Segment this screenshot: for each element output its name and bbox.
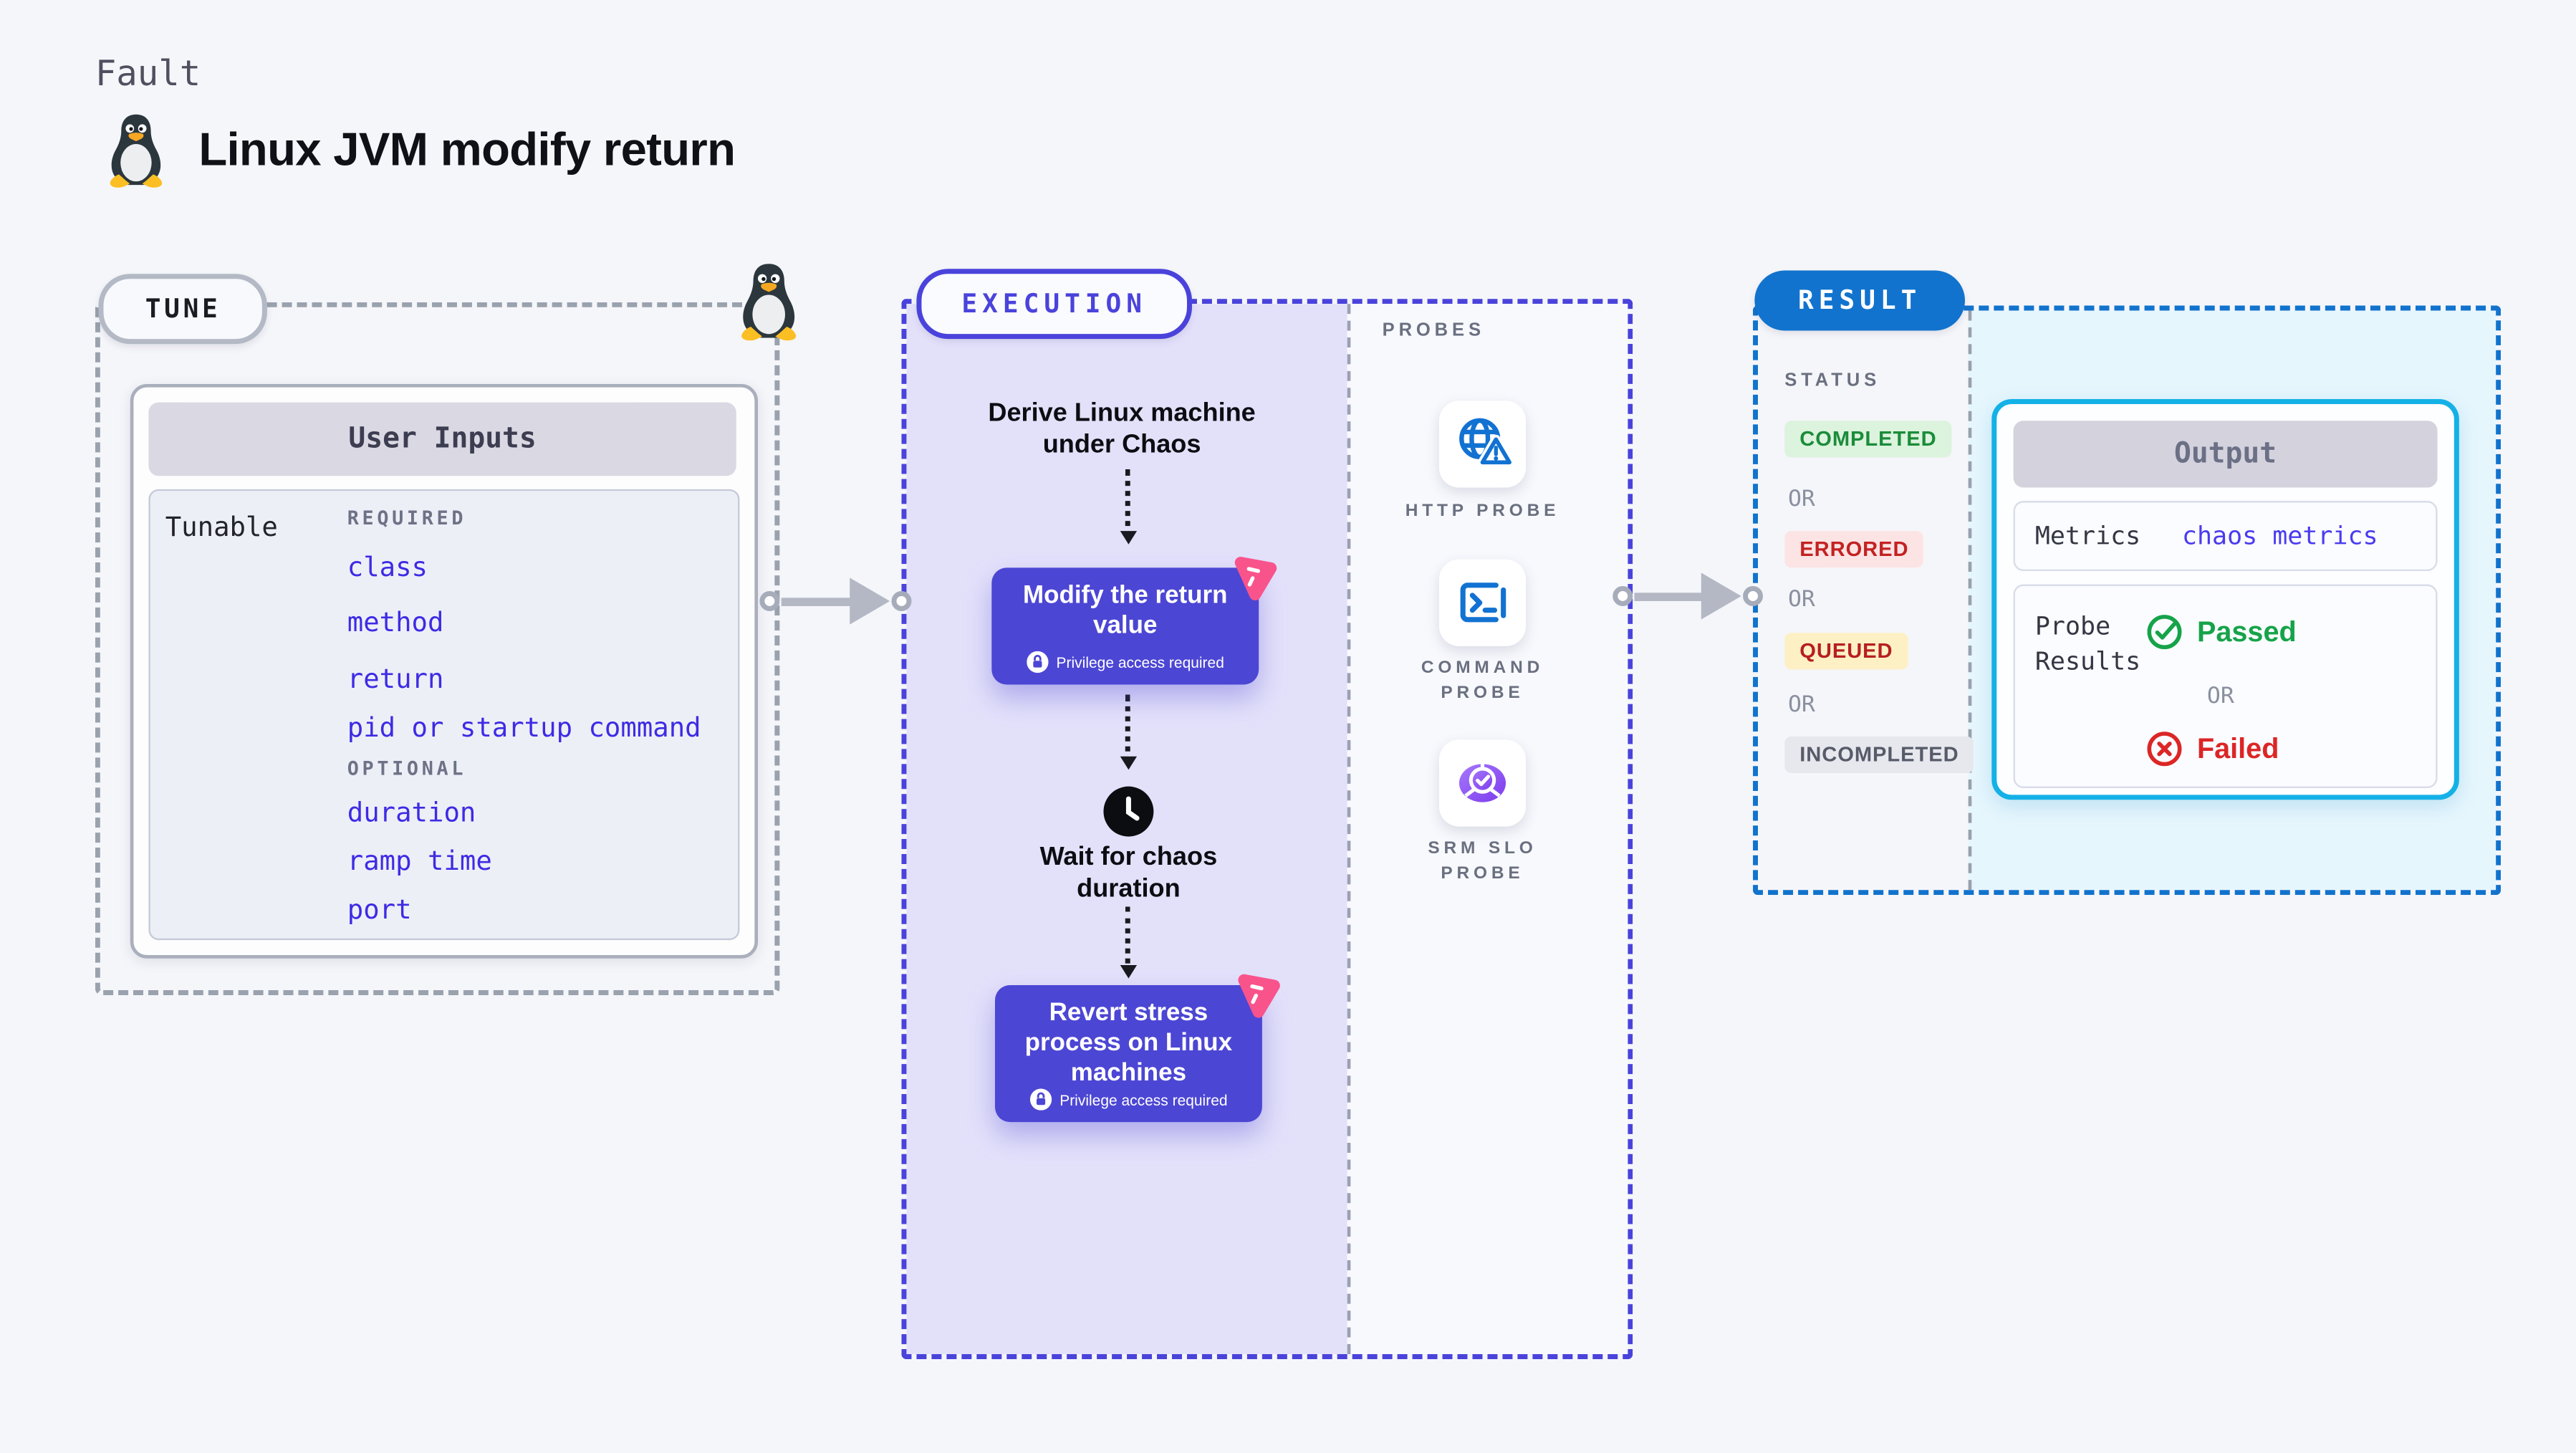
http-probe-label: HTTP PROBE bbox=[1405, 501, 1560, 522]
or-label: OR bbox=[1787, 586, 1815, 613]
tunable-link-port[interactable]: port bbox=[347, 893, 412, 926]
srm-slo-probe-card[interactable] bbox=[1438, 739, 1527, 827]
arrow-right-icon bbox=[850, 577, 890, 625]
connector-dot bbox=[891, 590, 912, 611]
privilege-note: Privilege access required bbox=[995, 1088, 1262, 1111]
execution-pill: EXECUTION bbox=[916, 269, 1192, 340]
privilege-note-text: Privilege access required bbox=[1059, 1090, 1228, 1108]
metrics-label: Metrics bbox=[2034, 521, 2141, 552]
result-pill: RESULT bbox=[1754, 270, 1965, 331]
tune-pill: TUNE bbox=[98, 274, 268, 345]
page-title: Linux JVM modify return bbox=[198, 123, 736, 176]
or-label: OR bbox=[1787, 486, 1815, 513]
connector-dot bbox=[1613, 586, 1633, 606]
x-circle-icon bbox=[2147, 732, 2182, 767]
status-badge-incompleted: INCOMPLETED bbox=[1784, 736, 1974, 774]
modify-return-node[interactable]: Modify the return value Privilege access… bbox=[991, 567, 1259, 685]
optional-heading: OPTIONAL bbox=[347, 756, 467, 780]
http-probe-card[interactable] bbox=[1438, 401, 1527, 488]
probe-failed-item: Failed bbox=[2145, 729, 2279, 768]
command-probe-card[interactable] bbox=[1438, 559, 1527, 646]
terminal-icon bbox=[1460, 582, 1506, 623]
privilege-note-text: Privilege access required bbox=[1056, 653, 1224, 671]
wait-step-title: Wait for chaos duration bbox=[1039, 843, 1218, 903]
probes-heading: PROBES bbox=[1382, 320, 1485, 341]
chaos-experiment-icon bbox=[1234, 557, 1277, 600]
privilege-note: Privilege access required bbox=[991, 651, 1259, 673]
user-inputs-card: User Inputs Tunable REQUIRED class metho… bbox=[130, 384, 759, 959]
user-inputs-title: User Inputs bbox=[148, 402, 736, 476]
probe-results-row: Probe Results Passed OR Failed bbox=[2013, 584, 2438, 788]
srm-slo-probe-label: SRM SLO PROBE bbox=[1428, 838, 1537, 883]
status-badge-queued: QUEUED bbox=[1784, 633, 1908, 670]
flow-arrow-down-icon bbox=[1119, 694, 1136, 770]
connector-tune-to-execution bbox=[759, 577, 912, 625]
flow-arrow-down-icon bbox=[1119, 906, 1136, 979]
flow-arrow-down-icon bbox=[1119, 469, 1136, 545]
lock-icon bbox=[1029, 1088, 1052, 1111]
command-probe-label: COMMAND PROBE bbox=[1421, 658, 1544, 704]
tunable-link-return[interactable]: return bbox=[347, 663, 444, 695]
or-label: OR bbox=[1787, 691, 1815, 719]
chaos-experiment-icon bbox=[1238, 974, 1280, 1018]
tunable-link-pid[interactable]: pid or startup command bbox=[347, 711, 701, 744]
required-heading: REQUIRED bbox=[347, 506, 467, 529]
tux-penguin-icon bbox=[110, 114, 163, 188]
revert-stress-title: Revert stress process on Linux machines bbox=[1024, 998, 1233, 1088]
connector-shaft bbox=[781, 597, 852, 605]
check-circle-icon bbox=[2147, 615, 2182, 650]
tune-section bbox=[95, 302, 780, 995]
arrow-right-icon bbox=[1701, 572, 1741, 620]
passed-label: Passed bbox=[2196, 615, 2297, 648]
tux-penguin-icon-small bbox=[741, 264, 797, 341]
tunable-row-label: Tunable bbox=[165, 511, 278, 543]
lock-icon bbox=[1026, 651, 1048, 673]
output-title: Output bbox=[2013, 421, 2438, 488]
connector-dot bbox=[759, 590, 780, 611]
probe-passed-item: Passed bbox=[2145, 613, 2297, 651]
connector-dot bbox=[1743, 586, 1764, 606]
derive-step-title: Derive Linux machine under Chaos bbox=[988, 398, 1256, 459]
tunable-link-duration[interactable]: duration bbox=[347, 796, 476, 828]
fault-kicker: Fault bbox=[95, 53, 201, 94]
revert-stress-node[interactable]: Revert stress process on Linux machines … bbox=[994, 984, 1262, 1123]
tunable-link-class[interactable]: class bbox=[347, 551, 428, 583]
failed-label: Failed bbox=[2196, 732, 2279, 764]
or-label: OR bbox=[2206, 683, 2234, 710]
tunable-link-method[interactable]: method bbox=[347, 605, 444, 638]
probe-results-label: Probe Results bbox=[2034, 610, 2141, 676]
status-badge-errored: ERRORED bbox=[1784, 531, 1924, 568]
connector-shaft bbox=[1634, 592, 1703, 600]
tunable-link-ramp-time[interactable]: ramp time bbox=[347, 845, 492, 877]
slo-pie-check-icon bbox=[1458, 760, 1506, 802]
metrics-value-link[interactable]: chaos metrics bbox=[2181, 521, 2378, 552]
connector-execution-to-result bbox=[1613, 572, 1764, 620]
clock-icon bbox=[1103, 786, 1154, 837]
globe-alert-icon bbox=[1459, 418, 1514, 467]
tunable-panel: Tunable REQUIRED class method return pid… bbox=[148, 489, 740, 941]
status-heading: STATUS bbox=[1784, 370, 1881, 391]
modify-return-title: Modify the return value bbox=[1023, 581, 1228, 640]
metrics-row: Metrics chaos metrics bbox=[2013, 501, 2438, 572]
status-badge-completed: COMPLETED bbox=[1784, 421, 1952, 458]
output-card: Output Metrics chaos metrics Probe Resul… bbox=[1991, 398, 2459, 800]
